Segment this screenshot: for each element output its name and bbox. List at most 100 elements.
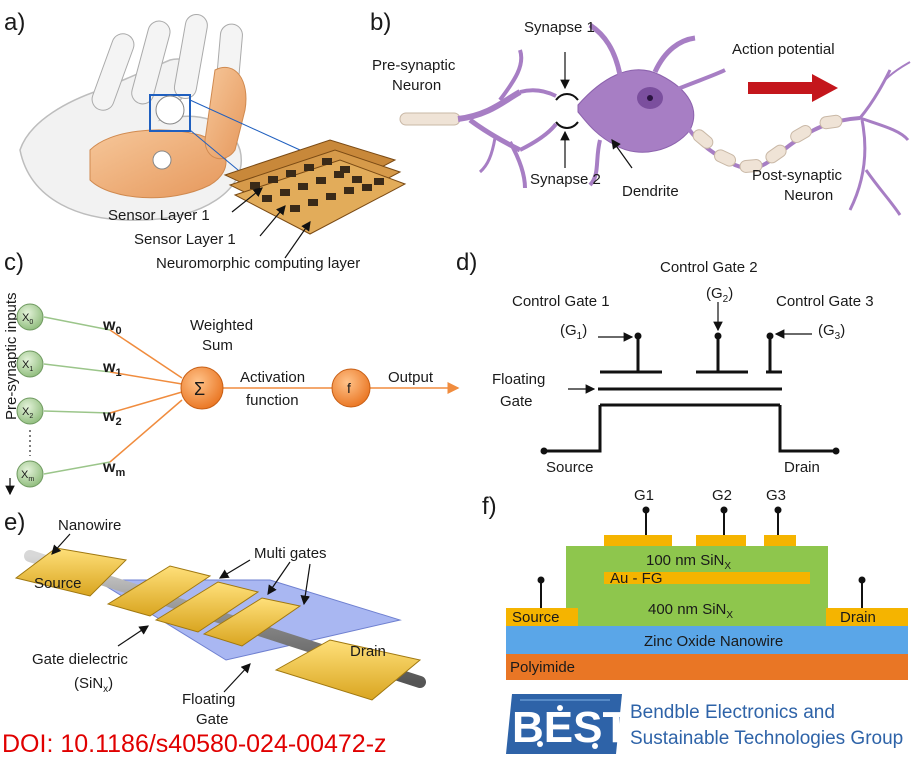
label-g2: (G2): [706, 285, 733, 305]
label-synapse-1: Synapse 1: [524, 19, 595, 36]
panel-b: b): [370, 9, 911, 216]
sum-symbol: Σ: [194, 379, 205, 399]
weight-2: w2: [102, 408, 122, 428]
weight-m: wm: [102, 459, 125, 479]
input-node-1: X1: [16, 350, 44, 378]
label-gate-dielectric: Gate dielectric: [32, 651, 128, 668]
label-g3: (G3): [818, 322, 845, 342]
label-post-synaptic-1: Post-synaptic: [752, 167, 843, 184]
sensor-layer-1-pointer: [231, 187, 263, 213]
group-name-line-1: Bendble Electronics and: [630, 702, 835, 723]
input-node-0: X0: [16, 303, 44, 331]
multi-gates-pointer-1: [218, 559, 251, 579]
label-pre-synaptic-1: Pre-synaptic: [372, 57, 456, 74]
label-d-drain: Drain: [784, 459, 820, 476]
label-d-source: Source: [546, 459, 594, 476]
f-source-contact: [506, 608, 578, 626]
post-synaptic-neuron: [577, 22, 911, 216]
panel-e: e) Nanowire Multi gates Source Drain Gat…: [4, 509, 426, 728]
activation-symbol: f: [347, 380, 351, 396]
pre-synaptic-neuron: [399, 49, 558, 189]
panel-letter-f: f): [482, 493, 497, 520]
nanowire-pointer: [51, 533, 71, 555]
robotic-hand-illustration: [19, 13, 301, 221]
label-polyimide: Polyimide: [510, 659, 575, 676]
svg-text:Xm: Xm: [21, 469, 34, 483]
gate-dielectric-pointer: [117, 625, 149, 647]
label-function: function: [246, 392, 299, 409]
activation-node: [331, 368, 371, 408]
multi-gate-electrodes: [106, 565, 302, 647]
dendrite-pointer: [611, 139, 633, 169]
panel-letter-c: c): [4, 249, 24, 276]
label-g1: (G1): [560, 322, 587, 342]
label-100nm-sin: 100 nm SiNX: [646, 552, 731, 572]
panel-letter-e: e): [4, 509, 25, 536]
label-floating: Floating: [492, 371, 545, 388]
logo-mark-text: BEST: [512, 703, 629, 752]
label-neuromorphic-layer: Neuromorphic computing layer: [156, 255, 360, 272]
panel-f: f) G1 G2: [482, 487, 908, 680]
label-control-gate-2: Control Gate 2: [660, 259, 758, 276]
label-sensor-layer-1: Sensor Layer 1: [108, 207, 210, 224]
label-sensor-layer-2: Sensor Layer 1: [134, 231, 236, 248]
label-e-drain: Drain: [350, 643, 386, 660]
e-drain-pad: [274, 639, 422, 701]
e-source-pad: [14, 547, 128, 597]
label-pre-synaptic-inputs: Pre-synaptic inputs: [3, 292, 20, 420]
label-f-g2: G2: [712, 487, 732, 504]
label-synapse-2: Synapse 2: [530, 171, 601, 188]
svg-text:X1: X1: [22, 359, 33, 373]
weight-1: w1: [102, 359, 122, 379]
schematic-terminals: [540, 332, 840, 455]
label-control-gate-1: Control Gate 1: [512, 293, 610, 310]
weight-0: w0: [102, 317, 122, 337]
floating-gate-e-pointer: [223, 663, 251, 693]
svg-text:X2: X2: [22, 406, 33, 420]
transistor-schematic: [544, 336, 836, 453]
label-pre-synaptic-2: Neuron: [392, 77, 441, 94]
svg-text:X0: X0: [22, 312, 33, 326]
label-nanowire: Nanowire: [58, 517, 121, 534]
footer: DOI: 10.1186/s40580-024-00472-z BEST Ben…: [2, 694, 903, 758]
label-weighted: Weighted: [190, 317, 253, 334]
label-e-floating: Floating: [182, 691, 235, 708]
doi-text: DOI: 10.1186/s40580-024-00472-z: [2, 730, 387, 758]
label-f-drain: Drain: [840, 609, 876, 626]
panel-letter-d: d): [456, 249, 477, 276]
f-sin-layer: [566, 546, 828, 626]
synapse-2-cleft: [555, 121, 579, 129]
synapse-1-cleft: [555, 93, 579, 101]
panel-c: c) Pre-synaptic inputs X0 X1 X2: [3, 249, 460, 496]
f-drain-contact: [826, 608, 908, 626]
label-e-floating-gate: Gate: [196, 711, 229, 728]
f-polyimide-layer: [506, 654, 908, 680]
action-potential-arrow: [748, 74, 838, 102]
computing-layer-pointer: [284, 221, 311, 259]
label-dendrite: Dendrite: [622, 183, 679, 200]
label-sinx: (SiNx): [74, 675, 113, 695]
sensor-layer-2-pointer: [259, 205, 286, 237]
label-sum: Sum: [202, 337, 233, 354]
label-output: Output: [388, 369, 434, 386]
f-gate-electrodes: [537, 506, 866, 608]
label-f-g1: G1: [634, 487, 654, 504]
label-au-fg: Au - FG: [610, 570, 663, 587]
multi-gates-pointer-2: [267, 561, 291, 595]
label-action-potential: Action potential: [732, 41, 835, 58]
sum-node: [180, 366, 224, 410]
neuromorphic-chip-array: [223, 139, 407, 235]
panel-letter-a: a): [4, 9, 25, 36]
multi-gates-pointer-3: [300, 563, 311, 606]
input-node-2: X2: [16, 397, 44, 425]
label-floating-gate: Gate: [500, 393, 533, 410]
label-e-source: Source: [34, 575, 82, 592]
label-f-g3: G3: [766, 487, 786, 504]
f-zno-layer: [506, 626, 908, 654]
panel-d: d) Control Gate 2 (G2) Control Gate 1 (G…: [456, 249, 874, 476]
label-400nm-sin: 400 nm SiNX: [648, 601, 733, 621]
f-au-floating-gate: [604, 572, 810, 584]
best-logo: BEST: [506, 694, 629, 754]
label-control-gate-3: Control Gate 3: [776, 293, 874, 310]
